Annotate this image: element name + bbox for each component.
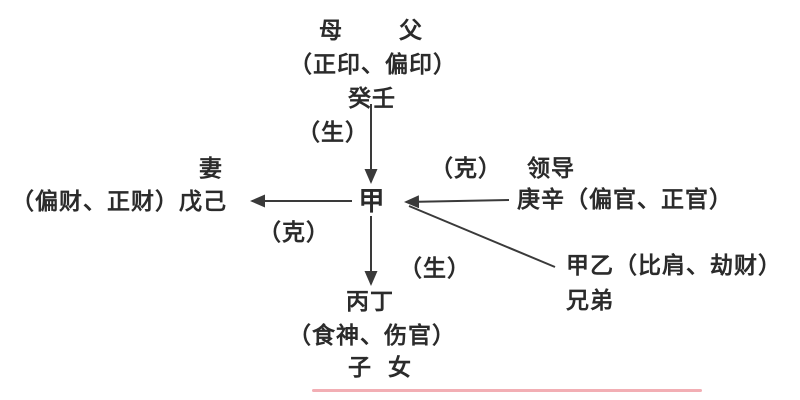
label-day-master: 甲 xyxy=(358,186,386,216)
label-father: 父 xyxy=(399,17,423,43)
label-wife: 妻 xyxy=(199,155,223,181)
label-daughter: 女 xyxy=(388,354,412,380)
label-children-stems: 丙丁 xyxy=(346,288,394,314)
label-brothers-stems-gods: 甲乙（比肩、劫财） xyxy=(566,252,782,278)
label-leaders-stems-gods: 庚辛（偏官、正官） xyxy=(517,186,733,212)
label-mother: 母 xyxy=(319,17,343,43)
bottom-accent-line xyxy=(312,389,702,392)
label-children: 子 女 xyxy=(348,356,412,379)
label-children-gods: （食神、伤官） xyxy=(288,322,456,348)
label-parents: 母 父 xyxy=(319,19,423,42)
label-leaders: 领导 xyxy=(527,155,575,181)
label-brothers: 兄弟 xyxy=(566,287,614,313)
label-sheng-top: （生） xyxy=(297,119,369,145)
label-parents-stems: 癸壬 xyxy=(348,85,396,111)
label-ke-left: （克） xyxy=(258,219,330,245)
arrow-ke-from-leaders xyxy=(404,195,510,209)
label-ke-right: （克） xyxy=(430,155,502,181)
label-son: 子 xyxy=(348,354,372,380)
label-wife-gods-stems: （偏财、正财）戊己 xyxy=(11,188,227,214)
label-parents-gods: （正印、偏印） xyxy=(289,51,457,77)
label-sheng-bottom: （生） xyxy=(399,255,471,281)
line-from-brothers xyxy=(408,205,556,268)
